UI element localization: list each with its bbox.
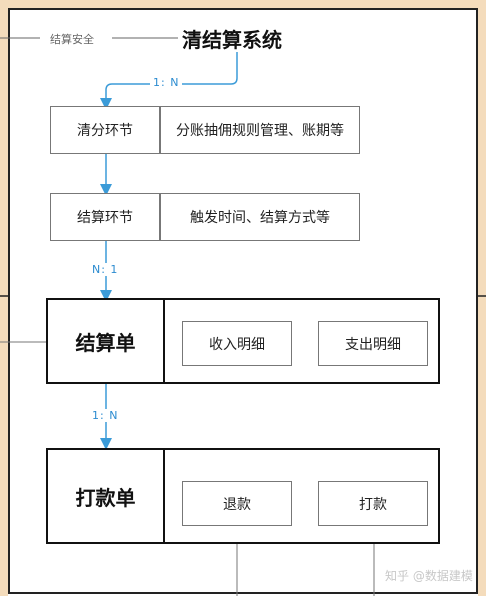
payment-label: 打款: [359, 496, 387, 513]
expense-detail-box: 支出明细: [318, 321, 428, 366]
income-detail-label: 收入明细: [209, 336, 265, 353]
watermark: 知乎 @数据建模: [385, 569, 473, 583]
clearing-desc-label: 分账抽佣规则管理、账期等: [176, 123, 344, 139]
relation-label-1: 1: N: [150, 76, 183, 89]
settlement-step-label: 结算环节: [77, 210, 133, 226]
settlement-desc-label: 触发时间、结算方式等: [190, 210, 330, 226]
refund-label: 退款: [223, 496, 251, 513]
clearing-desc-box: 分账抽佣规则管理、账期等: [160, 106, 360, 154]
settlement-step-box: 结算环节: [50, 193, 160, 241]
background-strip-top: [0, 0, 486, 8]
payment-bill-name: 打款单: [75, 485, 136, 510]
settlement-bill-name-box: 结算单: [46, 298, 165, 384]
income-detail-box: 收入明细: [182, 321, 292, 366]
relation-label-3: 1: N: [90, 409, 121, 422]
clearing-step-box: 清分环节: [50, 106, 160, 154]
page-title: 清结算系统: [182, 28, 282, 52]
top-label: 结算安全: [50, 33, 94, 46]
relation-label-2: N: 1: [90, 263, 121, 276]
expense-detail-label: 支出明细: [345, 336, 401, 353]
settlement-desc-box: 触发时间、结算方式等: [160, 193, 360, 241]
refund-box: 退款: [182, 481, 292, 526]
clearing-step-label: 清分环节: [77, 123, 133, 139]
settlement-bill-name: 结算单: [75, 330, 136, 355]
background-strip-right: [478, 0, 486, 596]
background-strip-left: [0, 0, 8, 596]
payment-bill-name-box: 打款单: [46, 448, 165, 544]
payment-box: 打款: [318, 481, 428, 526]
